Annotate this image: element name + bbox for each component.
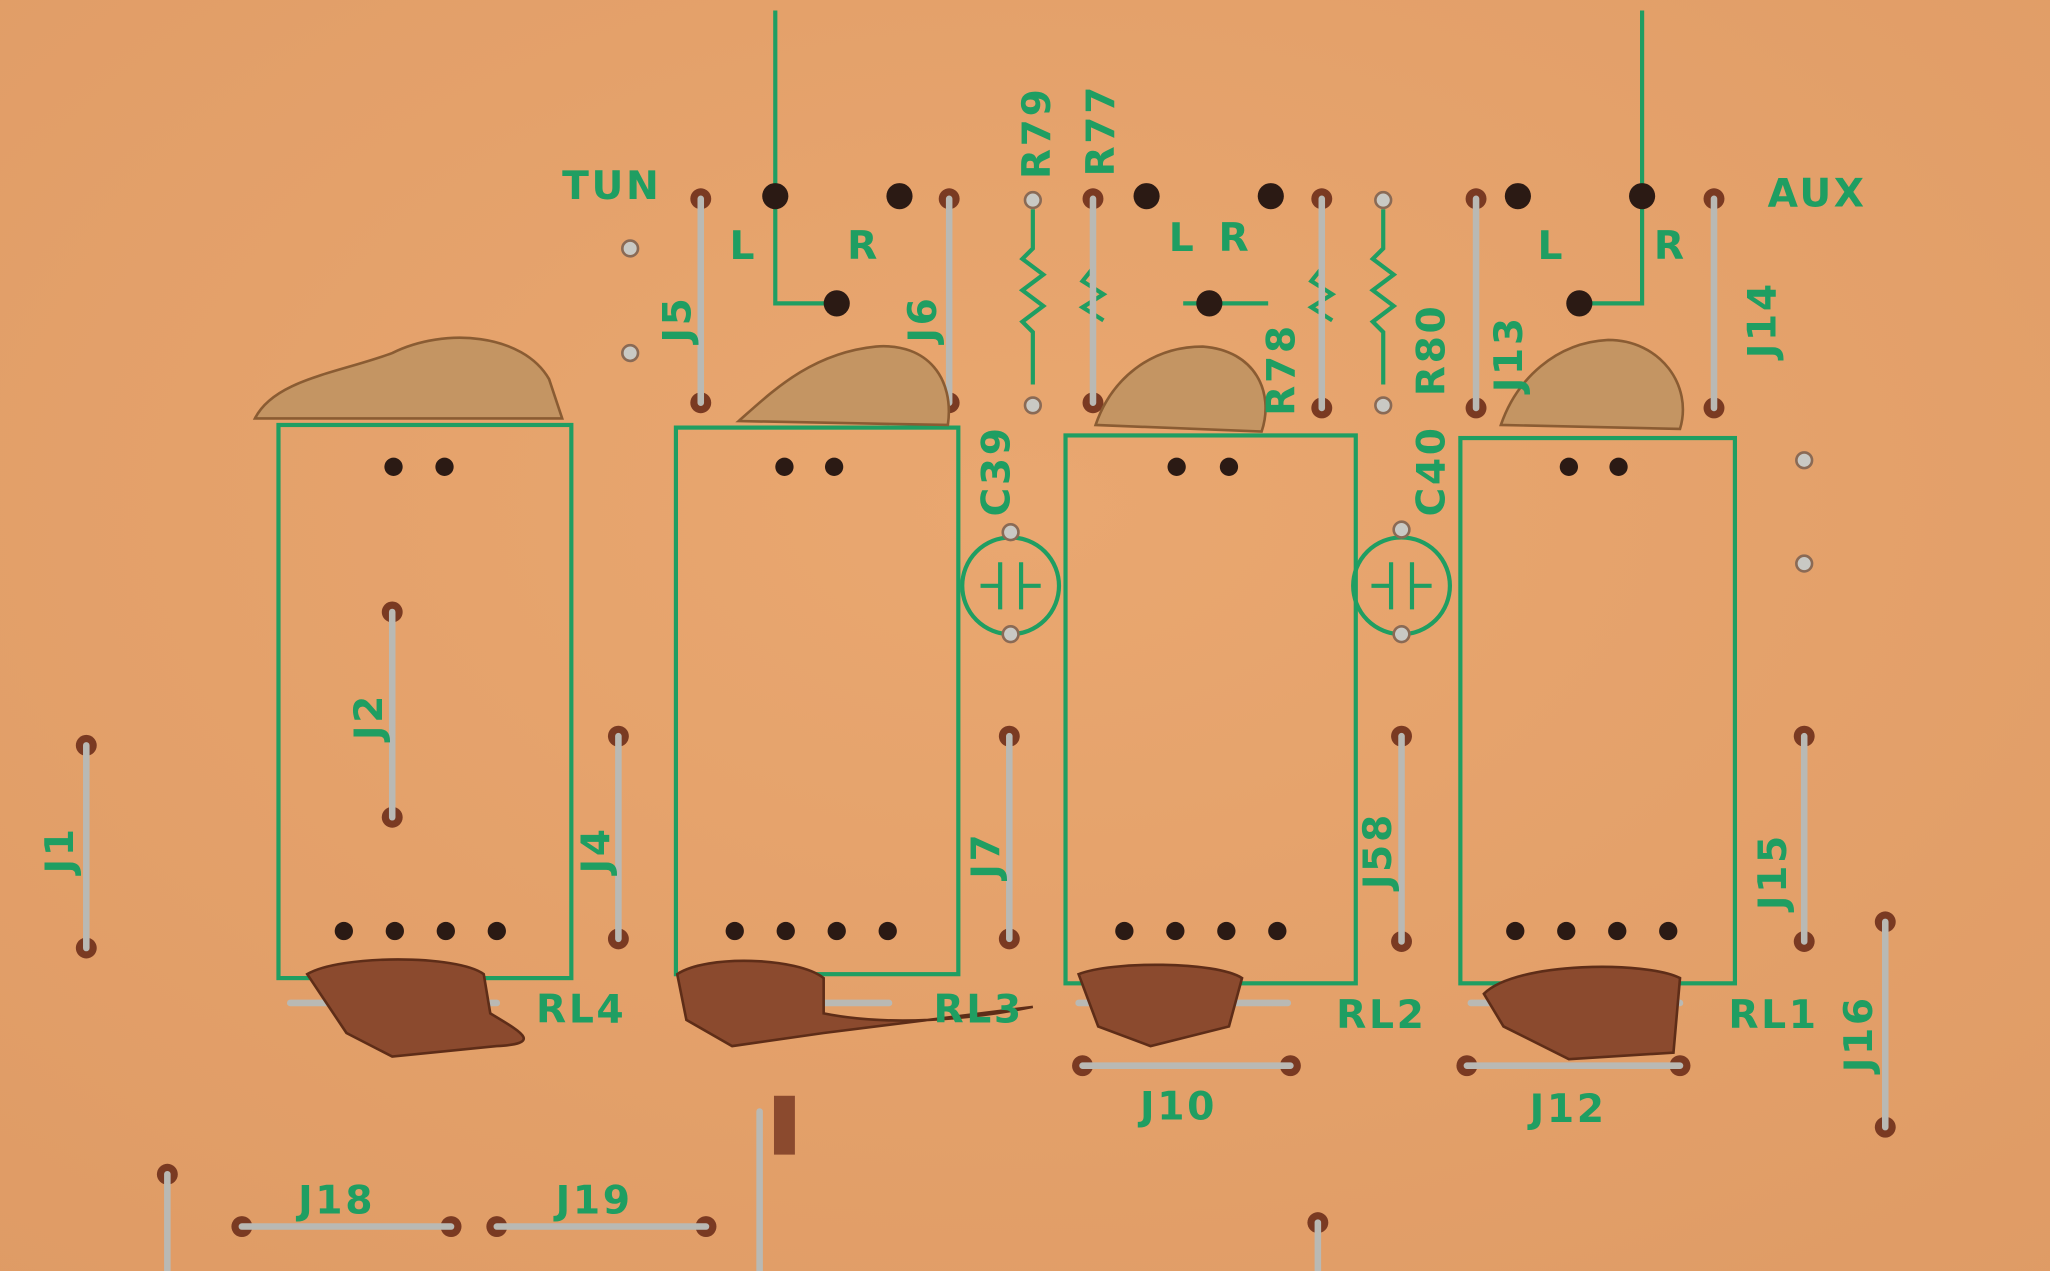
label-j4: J4 [574,826,619,876]
glue-blobs [252,336,1685,1155]
label-j5: J5 [655,295,700,345]
label-l: L [1538,224,1566,269]
label-r: R [847,224,880,269]
label-c40: C40 [1410,425,1455,516]
label-r79: R79 [1015,87,1060,180]
label-r: R [1218,216,1251,261]
label-j19: J19 [553,1178,633,1223]
label-l: L [1169,216,1197,261]
label-j58: J58 [1356,812,1401,892]
label-rl1: RL1 [1728,993,1818,1038]
label-j6: J6 [901,295,946,345]
label-j2: J2 [347,693,392,743]
label-rl2: RL2 [1336,993,1426,1038]
label-j15: J15 [1751,833,1796,913]
label-c39: C39 [974,425,1019,516]
label-r77: R77 [1079,84,1124,177]
label-r78: R78 [1259,323,1304,416]
label-j18: J18 [295,1178,375,1223]
label-aux: AUX [1768,172,1867,217]
label-r80: R80 [1410,304,1455,397]
label-j10: J10 [1137,1084,1217,1129]
label-l: L [730,224,758,269]
label-j13: J13 [1487,315,1532,395]
label-j16: J16 [1837,995,1882,1075]
label-rl3: RL3 [933,988,1023,1033]
label-j1: J1 [38,826,83,876]
label-tun: TUN [562,164,661,209]
label-rl4: RL4 [536,988,626,1033]
label-j14: J14 [1740,281,1785,361]
jumper-wires [75,188,1896,1271]
label-r: R [1654,224,1687,269]
label-j12: J12 [1527,1087,1607,1132]
drill-holes [334,183,1814,941]
label-j7: J7 [964,832,1009,882]
